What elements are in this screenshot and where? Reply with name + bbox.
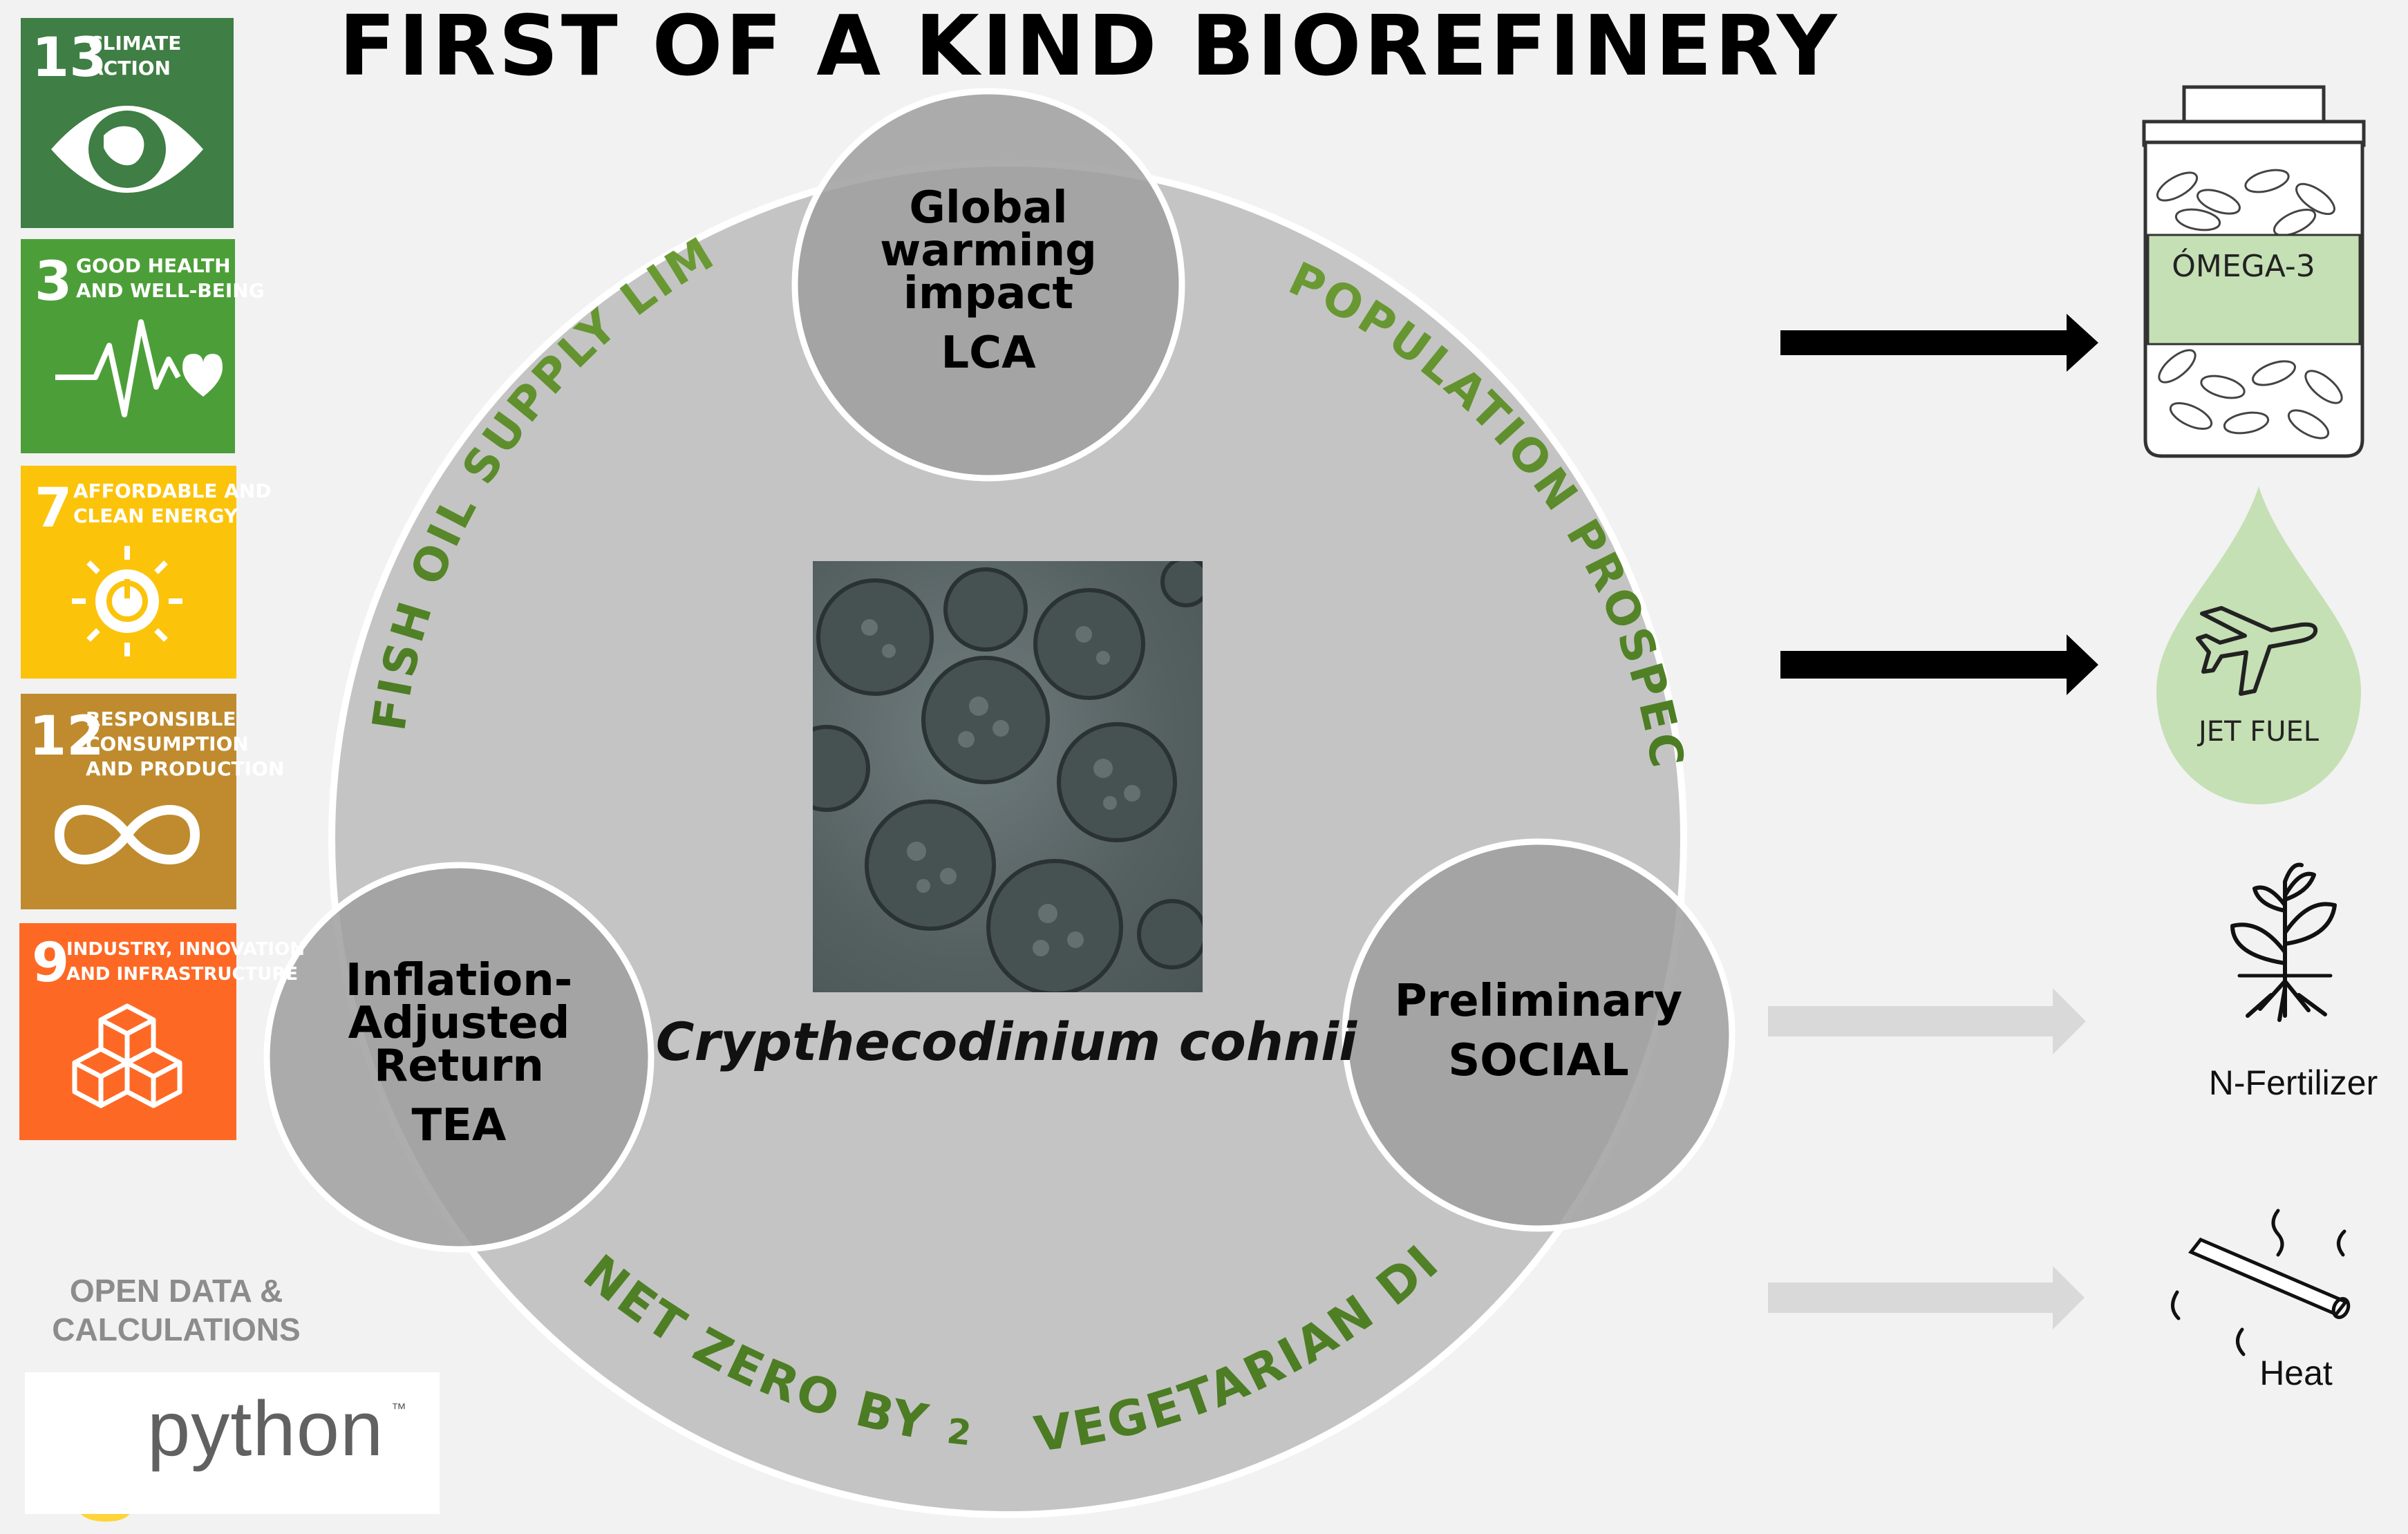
bubble-lca: Global warming impact LCA (791, 88, 1185, 482)
bubble-lca-line2: warming (880, 225, 1097, 276)
sdg-7-number: 7 (35, 477, 72, 540)
bubble-tea-tag: TEA (412, 1100, 507, 1151)
sdg-9-number: 9 (32, 932, 69, 994)
omega3-label: ÓMEGA-3 (2172, 247, 2315, 284)
bubble-tea-line1: Inflation- (346, 955, 573, 1006)
arrow-to-heat (1768, 1266, 2085, 1329)
sdg-3-line1: GOOD HEALTH (76, 254, 231, 277)
jet-fuel-label: JET FUEL (2197, 716, 2320, 748)
bubble-tea-line2: Adjusted (348, 998, 570, 1049)
sdg-12-line3: AND PRODUCTION (86, 757, 284, 780)
heat-label: Heat (2259, 1354, 2333, 1392)
python-logo-box (25, 1372, 440, 1514)
bubble-tea-line3: Return (374, 1041, 544, 1092)
open-data-caption: OPEN DATA & CALCULATIONS (28, 1271, 325, 1349)
bubble-lca-line1: Global (909, 182, 1067, 234)
sdg-tile-9: 9 INDUSTRY, INNOVATION AND INFRASTRUCTUR… (19, 923, 305, 1140)
arrow-to-jet-fuel (1780, 634, 2098, 695)
infinity-icon (54, 805, 200, 864)
sdg-tile-12: 12 RESPONSIBLE CONSUMPTION AND PRODUCTIO… (21, 694, 284, 909)
sdg-9-line1: INDUSTRY, INNOVATION (66, 939, 305, 960)
open-data-line1: OPEN DATA & (69, 1273, 283, 1309)
bubble-social: Preliminary SOCIAL (1342, 838, 1736, 1232)
jet-fuel-drop-icon: JET FUEL (2156, 486, 2361, 804)
sdg-12-line2: CONSUMPTION (86, 732, 249, 755)
arrow-to-omega (1780, 314, 2098, 372)
sdg-tile-7: 7 AFFORDABLE AND CLEAN ENERGY (21, 466, 272, 679)
sdg-13-line2: ACTION (88, 57, 171, 79)
python-trademark: ™ (391, 1400, 406, 1417)
bubble-lca-tag: LCA (941, 328, 1036, 379)
arrow-to-fertilizer (1768, 988, 2086, 1054)
omega3-jar-icon: ÓMEGA-3 (2142, 85, 2366, 458)
sdg-7-line2: CLEAN ENERGY (73, 504, 238, 527)
cubes-icon (72, 1003, 182, 1108)
sdg-3-line2: AND WELL-BEING (76, 279, 265, 302)
page-title: FIRST OF A KIND BIOREFINERY (339, 0, 1839, 95)
sdg-7-line1: AFFORDABLE AND (73, 480, 272, 502)
sdg-9-line2: AND INFRASTRUCTURE (66, 964, 298, 985)
organism-label: Crypthecodinium cohnii (656, 1011, 1357, 1072)
bubble-social-tag: SOCIAL (1448, 1035, 1629, 1086)
sun-power-icon (72, 546, 182, 656)
sdg-tile-13: 13 CLIMATE ACTION (21, 18, 234, 228)
sdg-tile-3: 3 GOOD HEALTH AND WELL-BEING (21, 239, 265, 453)
sdg-3-number: 3 (35, 251, 72, 313)
plant-icon (2230, 862, 2337, 1022)
heat-pipe-icon (2171, 1209, 2351, 1356)
airplane-icon (2196, 606, 2318, 696)
sdg-13-line1: CLIMATE (88, 32, 181, 55)
microscope-photo (813, 561, 1203, 992)
fertilizer-label: N-Fertilizer (2209, 1063, 2378, 1102)
heartbeat-icon (55, 319, 223, 417)
eye-globe-icon (51, 106, 203, 193)
bubble-lca-line3: impact (903, 268, 1073, 319)
open-data-line2: CALCULATIONS (52, 1312, 301, 1347)
sdg-13-number: 13 (32, 27, 107, 89)
sdg-12-number: 12 (29, 706, 104, 768)
sdg-12-line1: RESPONSIBLE (86, 708, 236, 730)
bubble-tea: Inflation- Adjusted Return TEA (263, 862, 655, 1253)
python-wordmark: python (147, 1385, 384, 1472)
cells-image (813, 561, 1203, 992)
bubble-social-line1: Preliminary (1395, 976, 1682, 1027)
